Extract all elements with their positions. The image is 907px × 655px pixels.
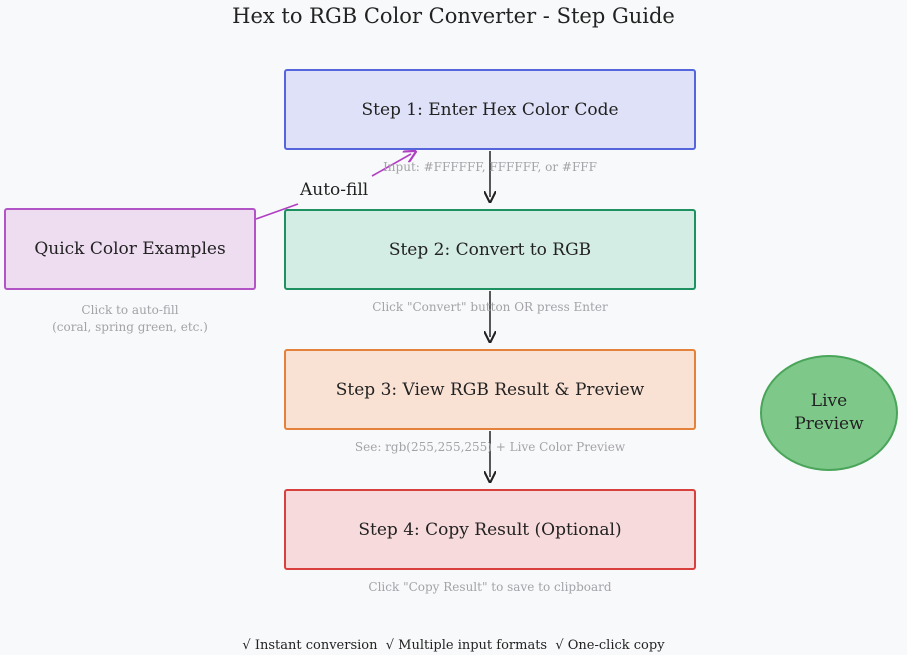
- step-3-hint: See: rgb(255,255,255) + Live Color Previ…: [354, 440, 626, 454]
- examples-hint-line-1: Click to auto-fill: [81, 303, 179, 317]
- step-4-label: Step 4: Copy Result (Optional): [358, 519, 622, 540]
- diagram-title: Hex to RGB Color Converter - Step Guide: [232, 4, 675, 28]
- step-2-hint: Click "Convert" button OR press Enter: [372, 300, 608, 314]
- step-3-label: Step 3: View RGB Result & Preview: [335, 379, 645, 400]
- step-3-box: Step 3: View RGB Result & Preview: [284, 349, 696, 430]
- step-2-box: Step 2: Convert to RGB: [284, 209, 696, 290]
- step-1-label: Step 1: Enter Hex Color Code: [361, 99, 619, 120]
- step-1-box: Step 1: Enter Hex Color Code: [284, 69, 696, 150]
- examples-hint-line-2: (coral, spring green, etc.): [52, 320, 208, 334]
- quick-color-examples-box: Quick Color Examples: [4, 208, 256, 290]
- live-preview-line-2: Preview: [794, 414, 864, 434]
- step-2-label: Step 2: Convert to RGB: [388, 239, 592, 260]
- step-4-box: Step 4: Copy Result (Optional): [284, 489, 696, 570]
- feature-footer: √ Instant conversion √ Multiple input fo…: [242, 638, 665, 653]
- step-1-hint: Input: #FFFFFF, FFFFFF, or #FFF: [383, 160, 597, 174]
- live-preview-circle: Live Preview: [760, 355, 898, 471]
- quick-color-examples-label: Quick Color Examples: [34, 239, 226, 259]
- auto-fill-label: Auto-fill: [300, 180, 369, 200]
- step-4-hint: Click "Copy Result" to save to clipboard: [368, 580, 612, 594]
- live-preview-line-1: Live: [810, 391, 848, 411]
